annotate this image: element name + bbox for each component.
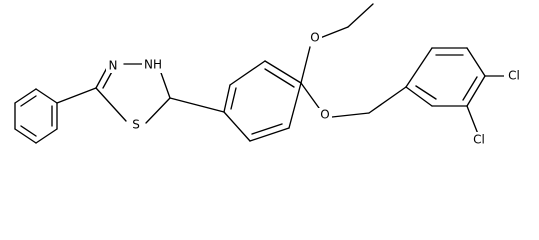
bond	[466, 105, 479, 135]
bond	[145, 97, 171, 124]
bond	[229, 60, 266, 86]
bond	[35, 88, 58, 104]
label-background	[106, 59, 120, 73]
bond	[20, 95, 37, 107]
bond	[14, 128, 37, 144]
bond	[405, 47, 433, 88]
bond	[288, 82, 302, 129]
ethoxy-group	[300, 3, 374, 84]
nitrogen-label: N	[109, 59, 118, 73]
bond	[368, 86, 407, 114]
bond	[264, 60, 302, 84]
bond	[347, 3, 374, 28]
label-background	[318, 108, 332, 122]
chlorine-label: Cl	[473, 133, 485, 147]
bond	[169, 97, 225, 113]
phenyl-ring	[14, 88, 58, 144]
bond	[14, 88, 37, 104]
bond	[319, 26, 349, 39]
bond	[223, 84, 231, 113]
benzyloxy-group	[300, 82, 407, 118]
chlorine-label: Cl	[508, 69, 520, 83]
label-background	[142, 57, 164, 73]
bond	[223, 111, 251, 142]
structure-canvas: N NH S O O Cl Cl	[14, 3, 524, 148]
label-background	[128, 117, 144, 133]
bond	[56, 87, 97, 104]
ethoxy-oxygen-label: O	[310, 31, 319, 45]
label-background	[504, 68, 524, 84]
thiadiazoline-ring	[95, 63, 171, 124]
bond	[415, 85, 437, 100]
sulfur-label: S	[132, 118, 140, 132]
bond	[331, 112, 370, 118]
nh-label: NH	[144, 58, 162, 72]
benzyloxy-oxygen-label: O	[320, 108, 329, 122]
bond	[300, 82, 320, 109]
bond	[20, 125, 37, 137]
bond	[95, 87, 127, 122]
central-aryl-ring	[223, 60, 302, 142]
bond	[405, 86, 433, 107]
bond	[466, 75, 486, 107]
bond	[249, 127, 290, 142]
label-background	[308, 31, 322, 45]
bond	[264, 68, 295, 88]
atom-labels: N NH S O O Cl Cl	[106, 31, 524, 148]
bond	[159, 69, 171, 99]
bond	[462, 76, 478, 101]
bond	[35, 128, 58, 144]
bond	[230, 87, 237, 110]
bond	[300, 46, 311, 84]
dichlorophenyl-ring	[405, 47, 505, 135]
label-background	[469, 132, 489, 148]
bond	[466, 47, 486, 77]
bond	[251, 123, 283, 135]
chemical-structure: N NH S O O Cl Cl	[14, 3, 524, 148]
